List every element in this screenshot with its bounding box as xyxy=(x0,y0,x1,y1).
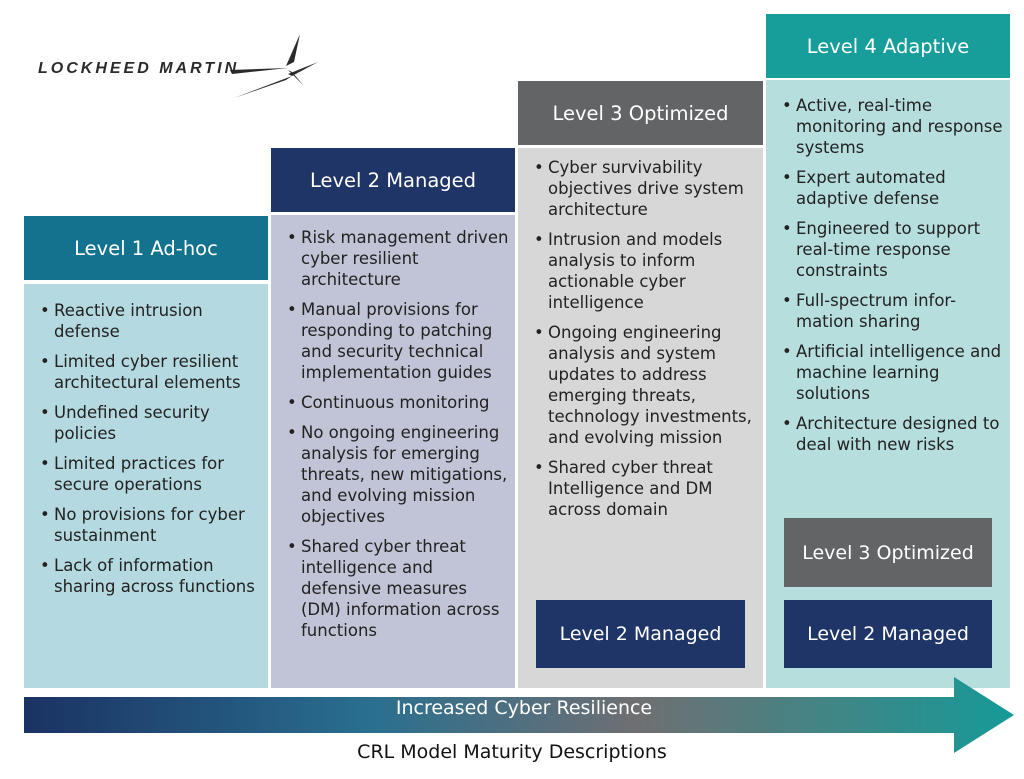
list-item: Cyber survivability objectives drive sys… xyxy=(518,157,758,220)
list-item: Continuous monitoring xyxy=(271,392,511,413)
list-item: Full-spectrum infor-mation sharing xyxy=(766,290,1006,332)
list-item: Engineered to support real-time response… xyxy=(766,218,1006,281)
list-item: Limited practices for secure operations xyxy=(24,453,264,495)
list-item: Expert automated adaptive defense xyxy=(766,167,1006,209)
list-item: Manual provisions for responding to patc… xyxy=(271,299,511,383)
level1-header: Level 1 Ad-hoc xyxy=(24,216,268,280)
arrow-label: Increased Cyber Resilience xyxy=(395,697,653,719)
level3-included-level2-box: Level 2 Managed xyxy=(536,600,745,668)
list-item: Architecture designed to deal with new r… xyxy=(766,413,1006,455)
company-logo-text: LOCKHEED MARTIN xyxy=(38,60,240,77)
list-item: Undefined security policies xyxy=(24,402,264,444)
figure-caption: CRL Model Maturity Descriptions xyxy=(357,741,667,763)
star-logo-icon xyxy=(230,34,318,98)
list-item: No provisions for cyber sustainment xyxy=(24,504,264,546)
list-item: Ongoing engineering analysis and system … xyxy=(518,322,758,448)
level1-list: Reactive intrusion defense Limited cyber… xyxy=(24,300,264,606)
list-item: Intrusion and models analysis to inform … xyxy=(518,229,758,313)
level2-list: Risk management driven cyber resilient a… xyxy=(271,227,511,650)
list-item: Lack of information sharing across funct… xyxy=(24,555,264,597)
list-item: Limited cyber resilient architectural el… xyxy=(24,351,264,393)
list-item: No ongoing engineering analysis for emer… xyxy=(271,422,511,527)
list-item: Shared cyber threat Intelligence and DM … xyxy=(518,457,758,520)
list-item: Risk management driven cyber resilient a… xyxy=(271,227,511,290)
list-item: Shared cyber threat intelligence and def… xyxy=(271,536,511,641)
level4-header: Level 4 Adaptive xyxy=(766,14,1010,78)
level4-included-level2-box: Level 2 Managed xyxy=(784,600,992,668)
level3-list: Cyber survivability objectives drive sys… xyxy=(518,157,758,529)
level3-header: Level 3 Optimized xyxy=(518,81,763,145)
level2-header: Level 2 Managed xyxy=(271,148,515,212)
list-item: Reactive intrusion defense xyxy=(24,300,264,342)
list-item: Active, real-time monitoring and respons… xyxy=(766,95,1006,158)
level4-included-level3-box: Level 3 Optimized xyxy=(784,518,992,587)
list-item: Artificial intelligence and machine lear… xyxy=(766,341,1006,404)
level4-list: Active, real-time monitoring and respons… xyxy=(766,95,1006,464)
resilience-arrow xyxy=(24,677,1014,753)
